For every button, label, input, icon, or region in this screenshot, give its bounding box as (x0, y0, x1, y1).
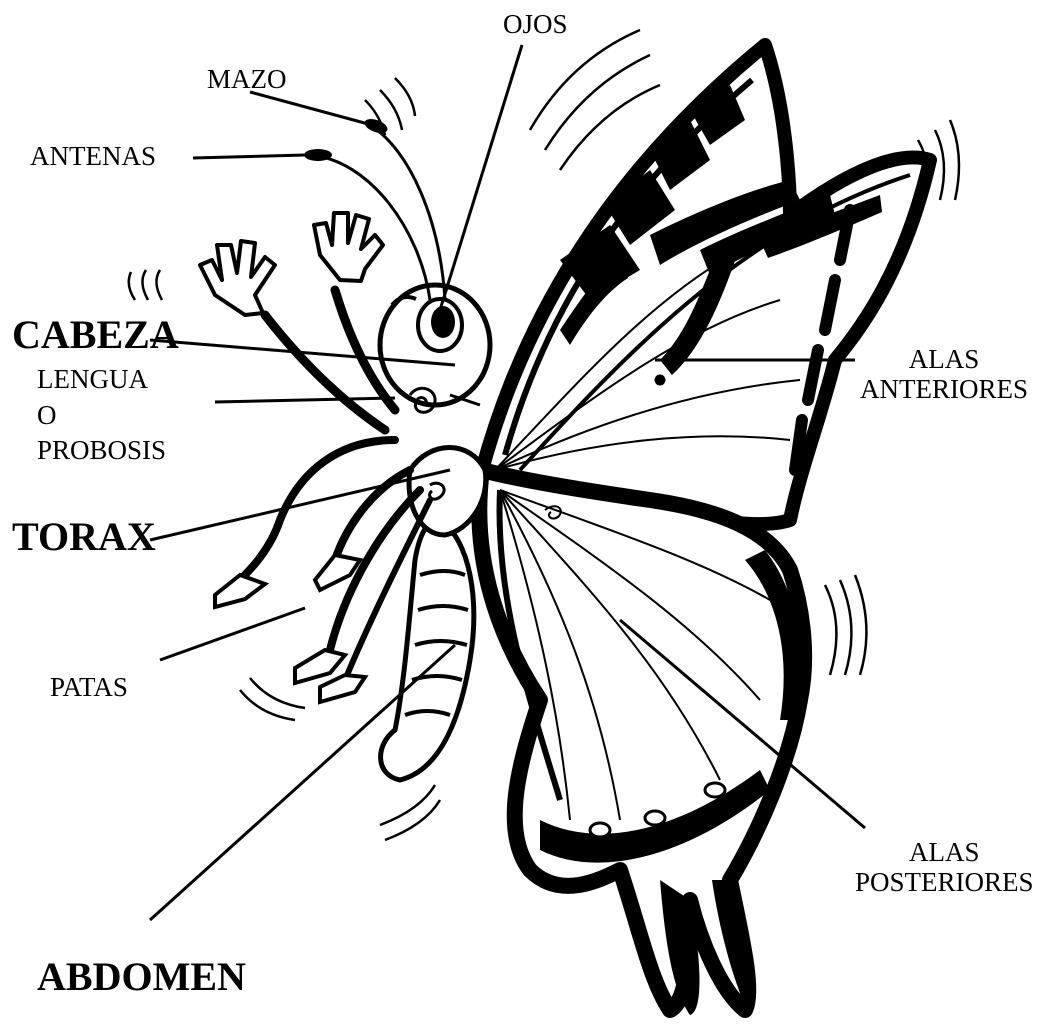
label-alas-posteriores: ALAS POSTERIORES (855, 838, 1034, 897)
label-alas-posteriores-line1: ALAS (855, 838, 1034, 868)
label-mazo: MAZO (207, 65, 287, 95)
label-lengua-line2: O (37, 401, 166, 431)
antennae (304, 116, 445, 300)
label-alas-anteriores-line1: ALAS (860, 345, 1028, 375)
abdomen-body (381, 520, 474, 780)
label-antenas: ANTENAS (30, 142, 156, 172)
label-patas: PATAS (50, 673, 128, 703)
label-lengua: LENGUA O PROBOSIS (37, 365, 166, 466)
label-abdomen: ABDOMEN (37, 955, 246, 999)
label-lengua-line1: LENGUA (37, 365, 166, 395)
label-alas-anteriores: ALAS ANTERIORES (860, 345, 1028, 404)
label-cabeza: CABEZA (12, 313, 179, 357)
label-alas-anteriores-line2: ANTERIORES (860, 375, 1028, 405)
forewing (482, 45, 930, 524)
label-lengua-line3: PROBOSIS (37, 436, 166, 466)
hindwing (479, 470, 804, 1015)
label-ojos: OJOS (503, 10, 568, 40)
head-body (380, 285, 490, 412)
label-alas-posteriores-line2: POSTERIORES (855, 868, 1034, 898)
label-torax: TORAX (12, 515, 156, 559)
legs (200, 213, 430, 702)
